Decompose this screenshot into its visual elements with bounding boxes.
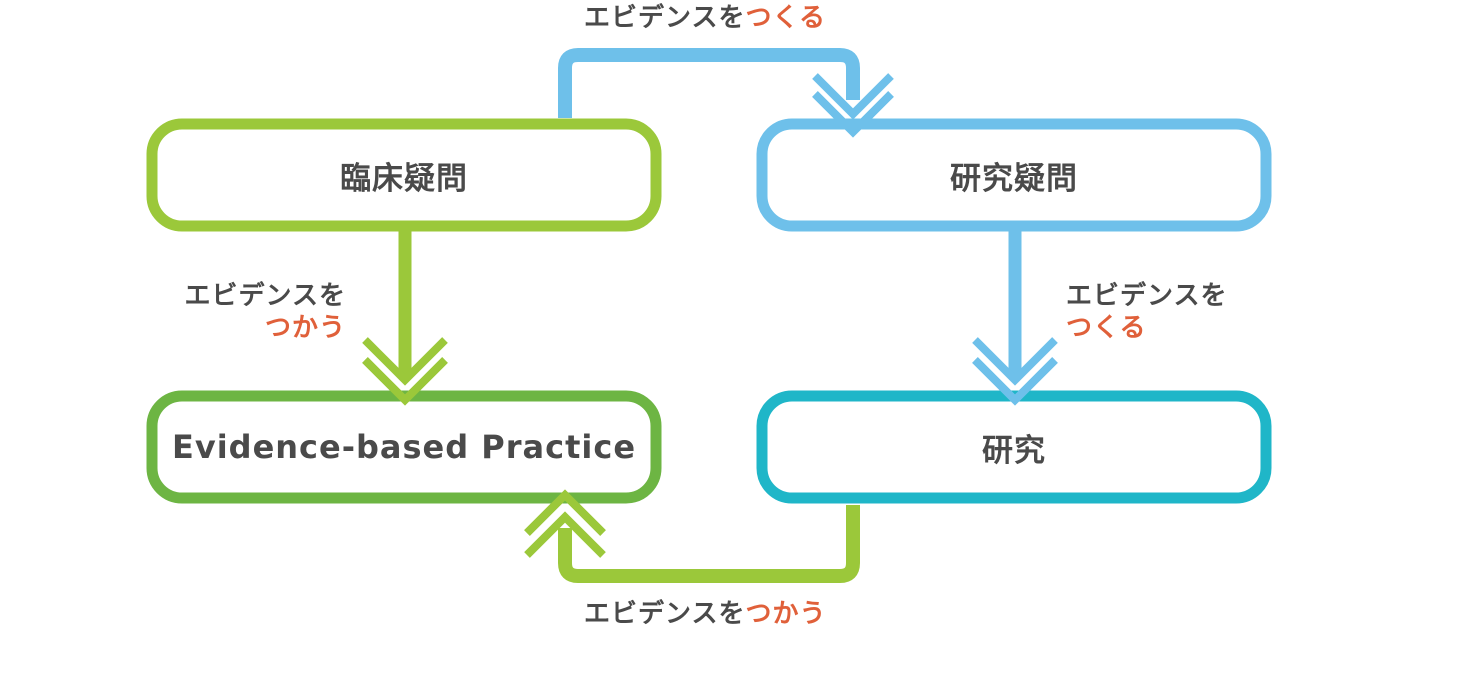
edge-label-right-main: エビデンスを xyxy=(1066,281,1228,311)
edge-label-left: エビデンスを つかう xyxy=(174,280,346,344)
node-ebp: Evidence-based Practice xyxy=(171,428,637,466)
chevron-left-1 xyxy=(362,337,448,386)
box-research-question xyxy=(756,118,1272,232)
chevron-right-overlay xyxy=(972,357,1058,406)
edge-label-top-main: エビデンスを xyxy=(584,3,746,33)
edge-label-top: エビデンスをつくる xyxy=(584,2,826,34)
edge-label-right: エビデンスを つくる xyxy=(1066,280,1227,344)
node-clinical-question: 臨床疑問 xyxy=(340,160,468,197)
edge-label-bottom-main: エビデンスを xyxy=(584,599,746,629)
edge-label-right-accent: つくる xyxy=(1066,313,1147,343)
connector-bottom xyxy=(558,505,860,583)
connector-top xyxy=(558,48,860,118)
box-clinical-question xyxy=(146,118,662,232)
edge-label-left-accent: つかう xyxy=(264,313,346,343)
node-research-question: 研究疑問 xyxy=(950,160,1078,197)
chevron-right-1 xyxy=(972,337,1058,386)
chevron-top-1 xyxy=(812,73,894,120)
chevron-bottom-2 xyxy=(524,511,606,558)
edge-label-bottom: エビデンスをつかう xyxy=(584,598,827,630)
node-research: 研究 xyxy=(982,432,1046,469)
chevron-bottom-overlay xyxy=(524,489,606,536)
edge-label-left-main: エビデンスを xyxy=(184,281,346,311)
chevron-left-overlay xyxy=(362,357,448,406)
edge-label-bottom-accent: つかう xyxy=(745,599,827,629)
edge-label-top-accent: つくる xyxy=(745,3,826,33)
chevron-top-overlay xyxy=(812,91,894,138)
